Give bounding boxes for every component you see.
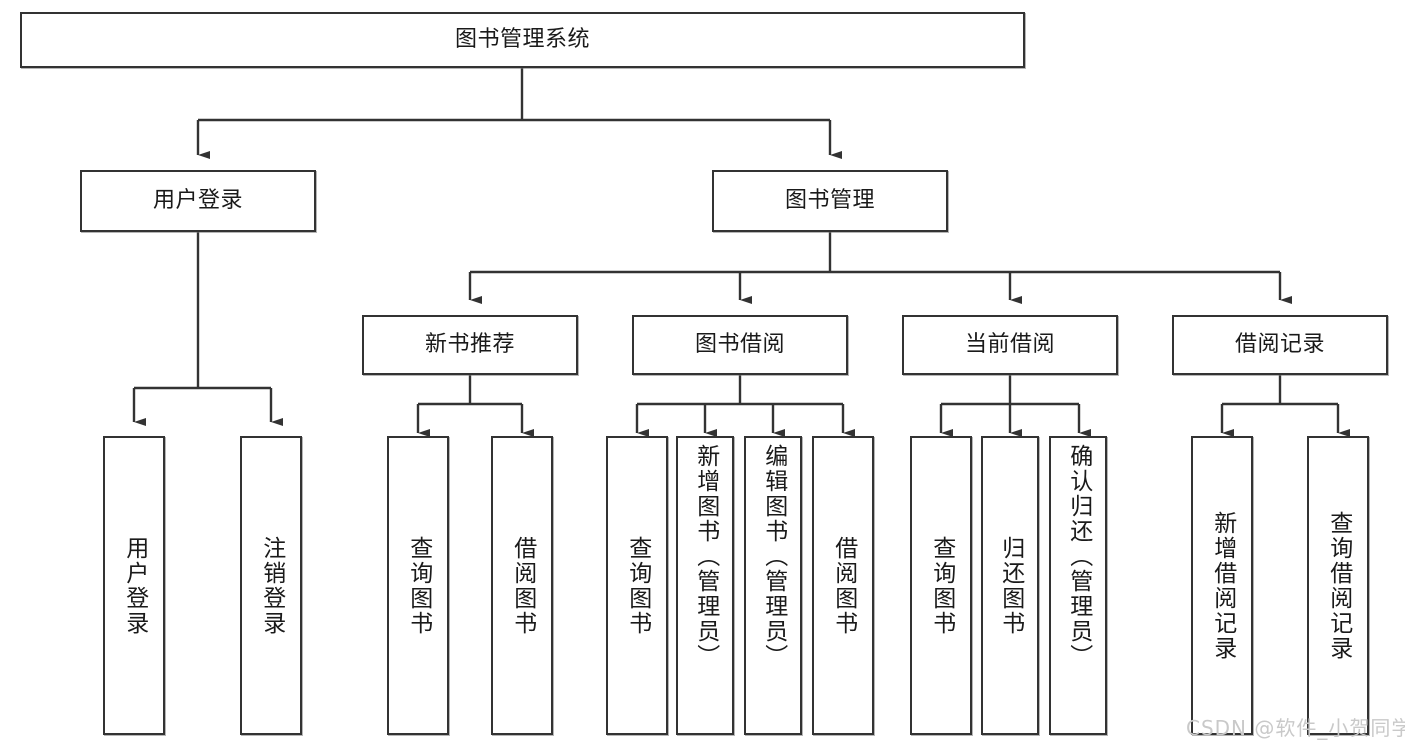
leaf-return-book[interactable]: 归还图书 xyxy=(981,436,1039,735)
node-book-borrow[interactable]: 图书借阅 xyxy=(632,315,848,375)
leaf-query-book-recommend[interactable]: 查询图书 xyxy=(387,436,449,735)
leaf-query-book-borrow[interactable]: 查询图书 xyxy=(606,436,668,735)
node-label: 新增借阅记录 xyxy=(1209,510,1236,661)
node-current-borrow[interactable]: 当前借阅 xyxy=(902,315,1118,375)
node-label: 当前借阅 xyxy=(964,332,1055,358)
node-new-book-recommend[interactable]: 新书推荐 xyxy=(362,315,578,375)
leaf-edit-book-admin[interactable]: 编辑图书（管理员） xyxy=(744,436,802,735)
leaf-user-login[interactable]: 用户登录 xyxy=(103,436,165,735)
leaf-borrow-book-recommend[interactable]: 借阅图书 xyxy=(491,436,553,735)
leaf-add-borrow-record[interactable]: 新增借阅记录 xyxy=(1191,436,1253,735)
node-label: 查询图书 xyxy=(624,535,651,636)
node-label: 查询图书 xyxy=(405,535,432,636)
leaf-query-book-current[interactable]: 查询图书 xyxy=(910,436,972,735)
leaf-logout-login[interactable]: 注销登录 xyxy=(240,436,302,735)
csdn-watermark: CSDN @软件_小贺同学 xyxy=(1186,716,1405,740)
node-label: 用户登录 xyxy=(152,188,243,214)
node-book-management[interactable]: 图书管理 xyxy=(712,170,948,232)
node-label: 借阅图书 xyxy=(830,535,857,636)
node-label: 编辑图书（管理员） xyxy=(760,444,787,669)
node-label: 用户登录 xyxy=(121,535,148,636)
leaf-borrow-book-borrow[interactable]: 借阅图书 xyxy=(812,436,874,735)
node-label: 图书管理 xyxy=(784,188,875,214)
leaf-query-borrow-record[interactable]: 查询借阅记录 xyxy=(1307,436,1369,735)
leaf-confirm-return-admin[interactable]: 确认归还（管理员） xyxy=(1049,436,1107,735)
leaf-add-book-admin[interactable]: 新增图书（管理员） xyxy=(676,436,734,735)
node-label: 查询借阅记录 xyxy=(1325,510,1352,661)
node-label: 新增图书（管理员） xyxy=(692,444,719,669)
node-label: 查询图书 xyxy=(928,535,955,636)
node-label: 注销登录 xyxy=(258,535,285,636)
node-label: 确认归还（管理员） xyxy=(1065,444,1092,669)
node-label: 图书管理系统 xyxy=(454,27,590,53)
node-label: 归还图书 xyxy=(997,535,1024,636)
node-label: 新书推荐 xyxy=(424,332,515,358)
node-user-login[interactable]: 用户登录 xyxy=(80,170,316,232)
node-borrow-record[interactable]: 借阅记录 xyxy=(1172,315,1388,375)
node-label: 借阅图书 xyxy=(509,535,536,636)
node-label: 图书借阅 xyxy=(694,332,785,358)
node-label: 借阅记录 xyxy=(1234,332,1325,358)
node-book-management-system[interactable]: 图书管理系统 xyxy=(20,12,1025,68)
